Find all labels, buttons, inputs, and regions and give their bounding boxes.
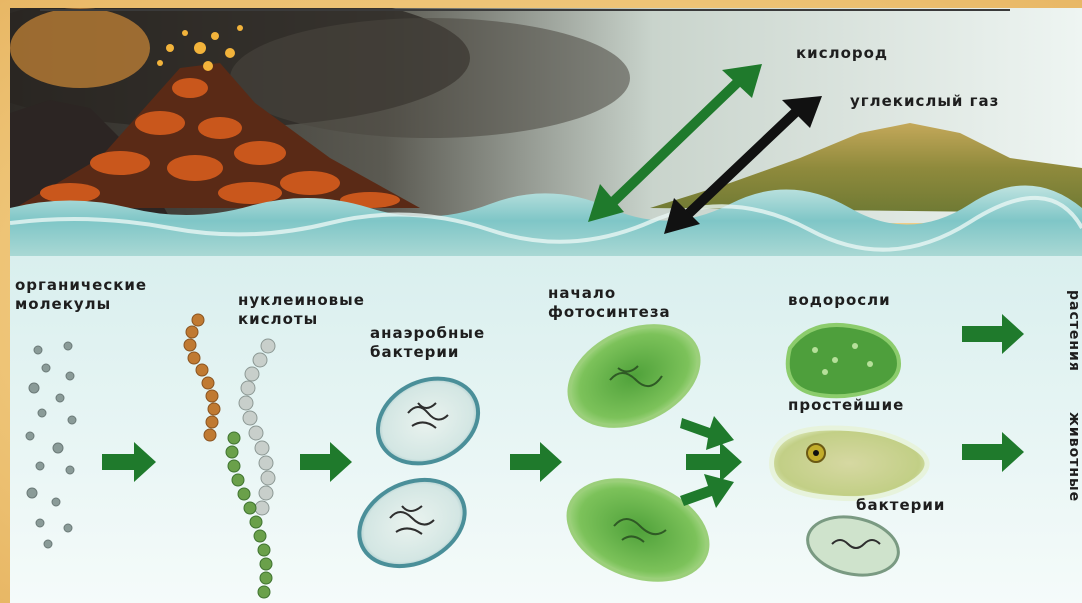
label-animals: животные: [1066, 412, 1082, 502]
label-bacteria: бактерии: [856, 496, 945, 515]
algae-cell: [788, 325, 899, 396]
label-anaerobic-bacteria: анаэробные бактерии: [370, 324, 485, 362]
label-protozoa: простейшие: [788, 396, 904, 415]
smoke-cloud-2: [230, 18, 630, 138]
label-algae: водоросли: [788, 291, 891, 310]
label-oxygen: кислород: [796, 44, 888, 63]
label-photosynthesis-start: начало фотосинтеза: [548, 284, 671, 322]
diagram-frame: кислород углекислый газ органические мол…: [10, 8, 1082, 603]
underwater-area: [10, 256, 1082, 603]
label-organic-molecules: органические молекулы: [15, 276, 147, 314]
label-co2: углекислый газ: [850, 92, 999, 111]
label-plants: растения: [1066, 290, 1082, 372]
label-nucleic-acids: нуклеиновые кислоты: [238, 291, 365, 329]
volcano-glow: [10, 8, 150, 88]
